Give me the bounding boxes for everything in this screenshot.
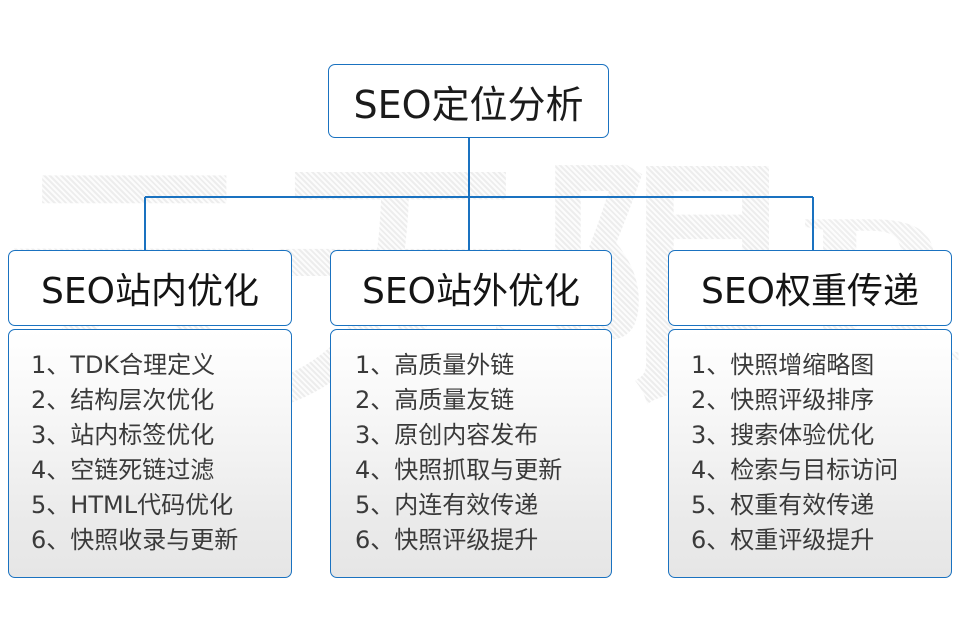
column-body: 1、TDK合理定义 2、结构层次优化 3、站内标签优化 4、空链死链过滤 5、H… — [8, 329, 292, 578]
column-heading-label: SEO站外优化 — [362, 271, 580, 312]
list-item-number: 6、 — [691, 526, 731, 554]
list-item-label: 检索与目标访问 — [730, 456, 899, 484]
list-item: 5、内连有效传递 — [355, 488, 611, 523]
list-item-number: 3、 — [31, 421, 71, 449]
list-item: 5、权重有效传递 — [691, 488, 951, 523]
list-item: 1、高质量外链 — [355, 348, 611, 383]
list-item-number: 1、 — [355, 351, 395, 379]
diagram-title-box: SEO定位分析 — [328, 64, 609, 138]
list-item-number: 4、 — [31, 456, 71, 484]
list-item-number: 5、 — [355, 491, 395, 519]
column-item-list: 1、高质量外链 2、高质量友链 3、原创内容发布 4、快照抓取与更新 5、内连有… — [331, 348, 611, 558]
list-item: 6、权重评级提升 — [691, 523, 951, 558]
list-item-label: HTML代码优化 — [70, 491, 234, 519]
list-item-label: 原创内容发布 — [394, 421, 539, 449]
list-item: 3、搜索体验优化 — [691, 418, 951, 453]
list-item-label: 快照抓取与更新 — [394, 456, 563, 484]
list-item: 4、空链死链过滤 — [31, 453, 291, 488]
page-title: SEO定位分析 — [353, 82, 584, 127]
list-item-label: 结构层次优化 — [70, 386, 215, 414]
list-item: 1、快照增缩略图 — [691, 348, 951, 383]
list-item: 6、快照收录与更新 — [31, 523, 291, 558]
list-item: 2、快照评级排序 — [691, 383, 951, 418]
list-item: 2、结构层次优化 — [31, 383, 291, 418]
list-item-number: 1、 — [691, 351, 731, 379]
list-item-number: 5、 — [31, 491, 71, 519]
list-item-number: 6、 — [355, 526, 395, 554]
column-item-list: 1、快照增缩略图 2、快照评级排序 3、搜索体验优化 4、检索与目标访问 5、权… — [669, 348, 951, 558]
list-item-label: 快照评级排序 — [730, 386, 875, 414]
column-seo-offsite: SEO站外优化 1、高质量外链 2、高质量友链 3、原创内容发布 4、快照抓取与… — [330, 250, 612, 578]
list-item-number: 5、 — [691, 491, 731, 519]
column-heading-label: SEO站内优化 — [41, 271, 259, 312]
list-item-label: 内连有效传递 — [394, 491, 539, 519]
list-item-number: 3、 — [691, 421, 731, 449]
column-body: 1、快照增缩略图 2、快照评级排序 3、搜索体验优化 4、检索与目标访问 5、权… — [668, 329, 952, 578]
list-item-number: 4、 — [355, 456, 395, 484]
list-item-number: 2、 — [691, 386, 731, 414]
column-item-list: 1、TDK合理定义 2、结构层次优化 3、站内标签优化 4、空链死链过滤 5、H… — [9, 348, 291, 558]
list-item-label: 权重有效传递 — [730, 491, 875, 519]
list-item-label: 站内标签优化 — [70, 421, 215, 449]
list-item-label: 高质量外链 — [394, 351, 515, 379]
list-item-label: 权重评级提升 — [730, 526, 875, 554]
list-item: 3、站内标签优化 — [31, 418, 291, 453]
list-item: 4、快照抓取与更新 — [355, 453, 611, 488]
column-heading-box: SEO站外优化 — [330, 250, 612, 326]
list-item-number: 4、 — [691, 456, 731, 484]
list-item-number: 3、 — [355, 421, 395, 449]
list-item-label: 快照收录与更新 — [70, 526, 239, 554]
list-item: 3、原创内容发布 — [355, 418, 611, 453]
list-item-label: TDK合理定义 — [70, 351, 216, 379]
list-item: 5、HTML代码优化 — [31, 488, 291, 523]
column-heading-label: SEO权重传递 — [701, 271, 919, 312]
list-item: 2、高质量友链 — [355, 383, 611, 418]
list-item-number: 1、 — [31, 351, 71, 379]
list-item-label: 搜索体验优化 — [730, 421, 875, 449]
column-seo-weight-transfer: SEO权重传递 1、快照增缩略图 2、快照评级排序 3、搜索体验优化 4、检索与… — [668, 250, 952, 578]
list-item-label: 高质量友链 — [394, 386, 515, 414]
list-item: 6、快照评级提升 — [355, 523, 611, 558]
list-item-number: 6、 — [31, 526, 71, 554]
column-heading-box: SEO权重传递 — [668, 250, 952, 326]
list-item-number: 2、 — [31, 386, 71, 414]
column-body: 1、高质量外链 2、高质量友链 3、原创内容发布 4、快照抓取与更新 5、内连有… — [330, 329, 612, 578]
column-heading-box: SEO站内优化 — [8, 250, 292, 326]
column-seo-onsite: SEO站内优化 1、TDK合理定义 2、结构层次优化 3、站内标签优化 4、空链… — [8, 250, 292, 578]
list-item-number: 2、 — [355, 386, 395, 414]
list-item: 4、检索与目标访问 — [691, 453, 951, 488]
list-item: 1、TDK合理定义 — [31, 348, 291, 383]
list-item-label: 空链死链过滤 — [70, 456, 215, 484]
list-item-label: 快照增缩略图 — [730, 351, 875, 379]
list-item-label: 快照评级提升 — [394, 526, 539, 554]
